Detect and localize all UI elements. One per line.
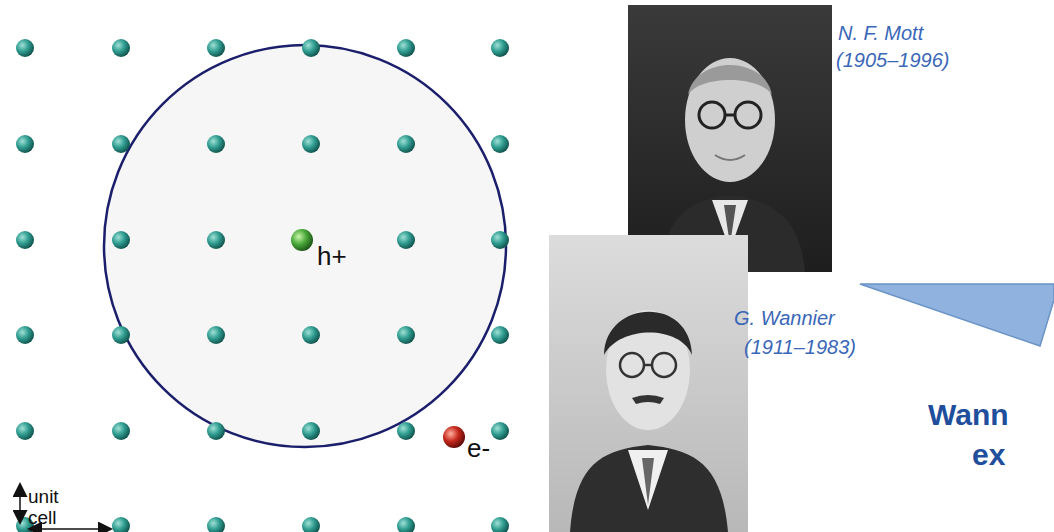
lattice-atom bbox=[302, 517, 320, 532]
unit-cell-arrow bbox=[30, 528, 110, 530]
person-name: N. F. Mott bbox=[838, 22, 923, 45]
lattice-atom bbox=[397, 326, 415, 344]
dimension-label: unit cell bbox=[28, 486, 88, 528]
lattice-atom bbox=[491, 326, 509, 344]
lattice-atom bbox=[112, 231, 130, 249]
lattice-atom bbox=[491, 39, 509, 57]
lattice-atom bbox=[207, 422, 225, 440]
lattice-atom bbox=[112, 517, 130, 532]
lattice-atom bbox=[112, 135, 130, 153]
lattice-atom bbox=[302, 39, 320, 57]
lattice-atom bbox=[16, 39, 34, 57]
particle-label: h+ bbox=[317, 241, 347, 272]
exciton-orbit bbox=[104, 45, 506, 447]
lattice-atom bbox=[207, 135, 225, 153]
lattice-atom bbox=[397, 39, 415, 57]
lattice-atom bbox=[16, 422, 34, 440]
lattice-atom bbox=[491, 422, 509, 440]
lattice-atom bbox=[16, 326, 34, 344]
lattice-atom bbox=[302, 326, 320, 344]
lattice-atom bbox=[491, 135, 509, 153]
lattice-atom bbox=[491, 231, 509, 249]
life-dates: (1905–1996) bbox=[836, 49, 949, 72]
person-name: G. Wannier bbox=[734, 307, 835, 330]
lattice-atom bbox=[207, 326, 225, 344]
particle-label: e- bbox=[467, 433, 490, 464]
lattice-atom bbox=[302, 135, 320, 153]
lattice-atom bbox=[397, 517, 415, 532]
lattice-atom bbox=[16, 135, 34, 153]
lattice-atom bbox=[207, 231, 225, 249]
electron-ball bbox=[443, 426, 465, 448]
lattice-atom bbox=[397, 135, 415, 153]
lattice-atom bbox=[302, 422, 320, 440]
lattice-atom bbox=[207, 517, 225, 532]
title-fragment: Wann bbox=[928, 398, 1009, 432]
portrait-photo bbox=[628, 5, 832, 272]
lattice-atom bbox=[112, 39, 130, 57]
portrait-photo bbox=[549, 235, 748, 532]
title-fragment: ex bbox=[972, 438, 1005, 472]
arrow-shape bbox=[860, 284, 1054, 346]
lattice-atom bbox=[491, 517, 509, 532]
hole-ball bbox=[291, 229, 313, 251]
unit-cell-arrow bbox=[19, 485, 21, 522]
lattice-atom bbox=[397, 231, 415, 249]
lattice-atom bbox=[207, 39, 225, 57]
lattice-atom bbox=[16, 231, 34, 249]
lattice-atoms bbox=[16, 39, 509, 532]
life-dates: (1911–1983) bbox=[744, 336, 856, 359]
lattice-atom bbox=[112, 326, 130, 344]
lattice-atom bbox=[397, 422, 415, 440]
lattice-atom bbox=[112, 422, 130, 440]
